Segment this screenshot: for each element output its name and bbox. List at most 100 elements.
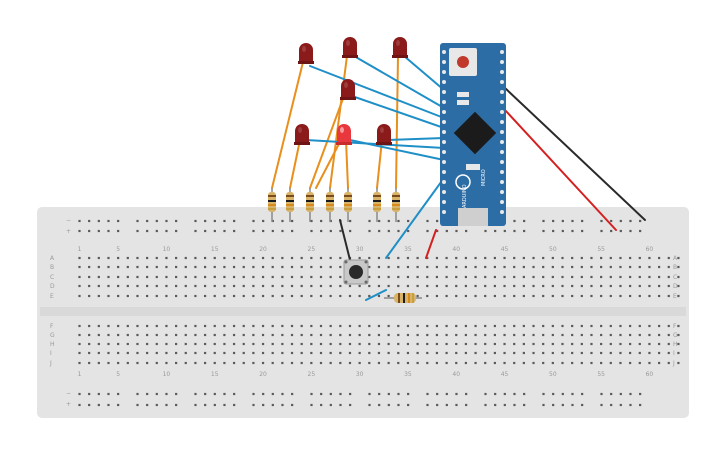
led (298, 43, 314, 64)
breadboard-hole (146, 351, 149, 355)
rail-hole (329, 392, 332, 396)
column-number: 25 (308, 246, 316, 253)
pin (442, 150, 446, 154)
breadboard-hole (677, 342, 680, 346)
rail-hole (378, 229, 381, 233)
breadboard-hole (97, 333, 100, 337)
breadboard-hole (600, 333, 603, 337)
row-letter: E (673, 293, 677, 300)
pin (500, 70, 504, 74)
breadboard-hole (155, 361, 158, 365)
breadboard-hole (310, 324, 313, 328)
breadboard-hole (358, 294, 361, 298)
breadboard-hole (107, 284, 110, 288)
breadboard-hole (348, 284, 352, 288)
breadboard-hole (146, 361, 149, 365)
pin (500, 180, 504, 184)
breadboard-hole (551, 256, 554, 260)
breadboard-hole (184, 351, 187, 355)
pin (442, 140, 446, 144)
breadboard-hole (117, 351, 120, 355)
breadboard-hole (416, 351, 419, 355)
rail-plus-top: + (66, 228, 71, 235)
breadboard-hole (290, 265, 294, 269)
breadboard-hole (638, 351, 641, 355)
breadboard-hole (117, 275, 120, 279)
breadboard-hole (107, 256, 110, 260)
breadboard-hole (194, 342, 197, 346)
breadboard-hole (658, 275, 661, 279)
breadboard-hole (339, 284, 342, 288)
breadboard-hole (155, 284, 158, 288)
pin (500, 80, 504, 84)
breadboard-hole (455, 265, 458, 269)
breadboard-hole (377, 265, 381, 269)
breadboard-hole (88, 256, 91, 260)
breadboard-hole (175, 294, 178, 298)
breadboard-hole (97, 351, 100, 355)
signal-wire (305, 139, 445, 149)
rail-hole (368, 403, 371, 407)
breadboard-hole (638, 294, 641, 298)
breadboard-hole (78, 361, 81, 365)
rail-hole (252, 392, 255, 396)
breadboard-hole (658, 333, 661, 337)
breadboard-hole (348, 361, 352, 365)
breadboard-hole (513, 265, 516, 269)
rail-hole (136, 392, 139, 396)
row-letter: I (673, 350, 675, 357)
led-leg-wire (271, 61, 304, 189)
rail-hole (146, 403, 149, 407)
breadboard-hole (667, 284, 670, 288)
ground-wire (504, 87, 646, 221)
breadboard-hole (310, 265, 313, 269)
breadboard-hole (503, 361, 506, 365)
rail-hole (291, 392, 294, 396)
breadboard-hole (97, 294, 100, 298)
breadboard-hole (242, 265, 245, 269)
breadboard-hole (532, 361, 535, 365)
pushbutton (343, 259, 369, 285)
rail-hole (271, 219, 274, 223)
pin (442, 100, 446, 104)
breadboard-hole (261, 351, 265, 355)
breadboard-hole (416, 361, 419, 365)
breadboard-holes (78, 219, 680, 407)
breadboard-hole (310, 342, 313, 346)
breadboard-hole (522, 342, 525, 346)
signal-wire (353, 55, 445, 109)
rail-hole (146, 392, 149, 396)
breadboard-hole (165, 361, 168, 365)
breadboard-hole (406, 351, 410, 355)
rail-hole (639, 403, 642, 407)
rail-hole (165, 392, 168, 396)
breadboard-hole (319, 351, 323, 355)
breadboard-hole (271, 342, 274, 346)
rail-hole (484, 403, 487, 407)
breadboard-hole (387, 361, 390, 365)
breadboard-hole (271, 324, 274, 328)
row-letter: A (50, 255, 55, 262)
breadboard-hole (117, 284, 120, 288)
pin (500, 110, 504, 114)
breadboard-hole (571, 333, 574, 337)
rail-minus-top: − (66, 217, 71, 224)
breadboard-hole (252, 342, 255, 346)
column-number: 15 (211, 371, 219, 378)
breadboard-hole (300, 275, 303, 279)
breadboard-hole (590, 342, 593, 346)
breadboard-hole (571, 294, 574, 298)
breadboard-hole (300, 324, 303, 328)
breadboard-hole (387, 294, 390, 298)
breadboard-hole (252, 284, 255, 288)
breadboard-hole (455, 284, 458, 288)
breadboard-hole (223, 284, 226, 288)
breadboard-hole (203, 342, 207, 346)
breadboard-hole (368, 342, 371, 346)
breadboard-hole (223, 275, 226, 279)
rail-hole (291, 219, 294, 223)
rail-hole (542, 403, 545, 407)
breadboard-hole (406, 342, 410, 346)
breadboard-hole (532, 284, 535, 288)
